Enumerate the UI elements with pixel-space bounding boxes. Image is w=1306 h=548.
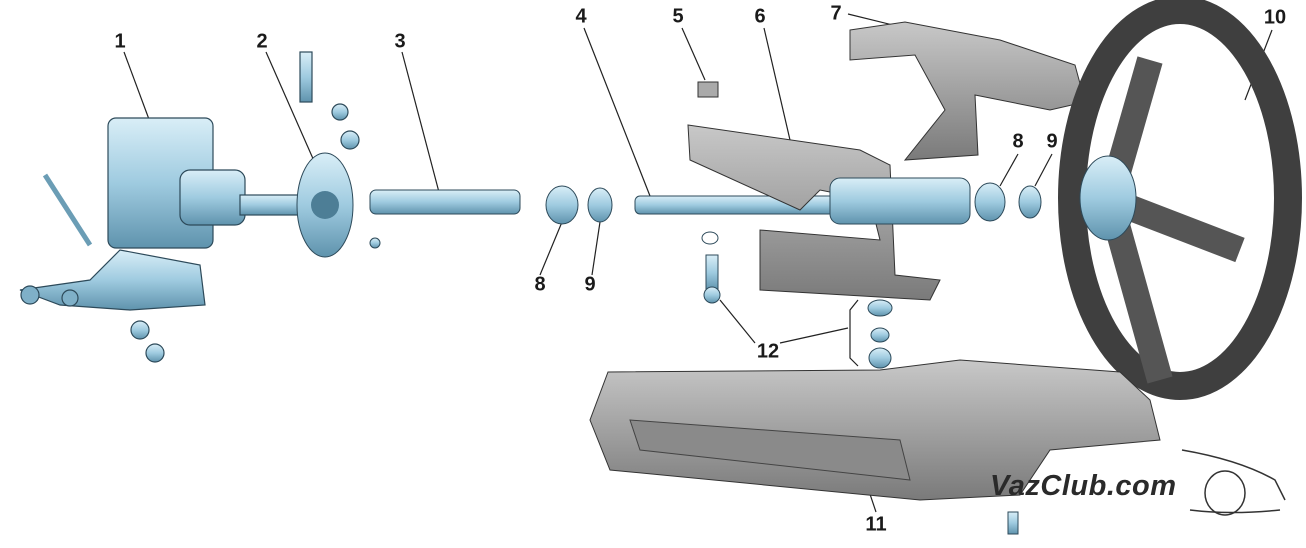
bearing [1018, 185, 1042, 219]
bushing [545, 185, 579, 225]
watermark-text: VazClub.com [990, 470, 1177, 502]
fastener-set [701, 231, 1019, 535]
column-tube [829, 177, 971, 225]
callout-7: 7 [830, 2, 842, 25]
callout-11: 11 [865, 513, 887, 536]
watermark-logo [1181, 449, 1286, 516]
callout-8-upper: 8 [1012, 130, 1024, 153]
callout-12: 12 [756, 340, 780, 363]
callout-8-lower: 8 [534, 273, 546, 296]
steering-gear-box [19, 51, 360, 363]
callout-5: 5 [672, 5, 684, 28]
clip [697, 81, 719, 98]
callout-2: 2 [256, 30, 268, 53]
bushing [974, 182, 1006, 222]
universal-joint-shaft [369, 189, 521, 249]
callout-3: 3 [394, 30, 406, 53]
callout-9-lower: 9 [584, 273, 596, 296]
callout-1: 1 [114, 30, 126, 53]
callout-6: 6 [754, 5, 766, 28]
lower-cover [589, 359, 1161, 501]
steering-wheel [1058, 0, 1302, 400]
bearing [587, 187, 613, 223]
callout-4: 4 [575, 5, 587, 28]
callout-9-upper: 9 [1046, 130, 1058, 153]
upper-cover [849, 21, 1086, 161]
leader-lines [123, 13, 1273, 513]
callout-10: 10 [1263, 6, 1287, 29]
